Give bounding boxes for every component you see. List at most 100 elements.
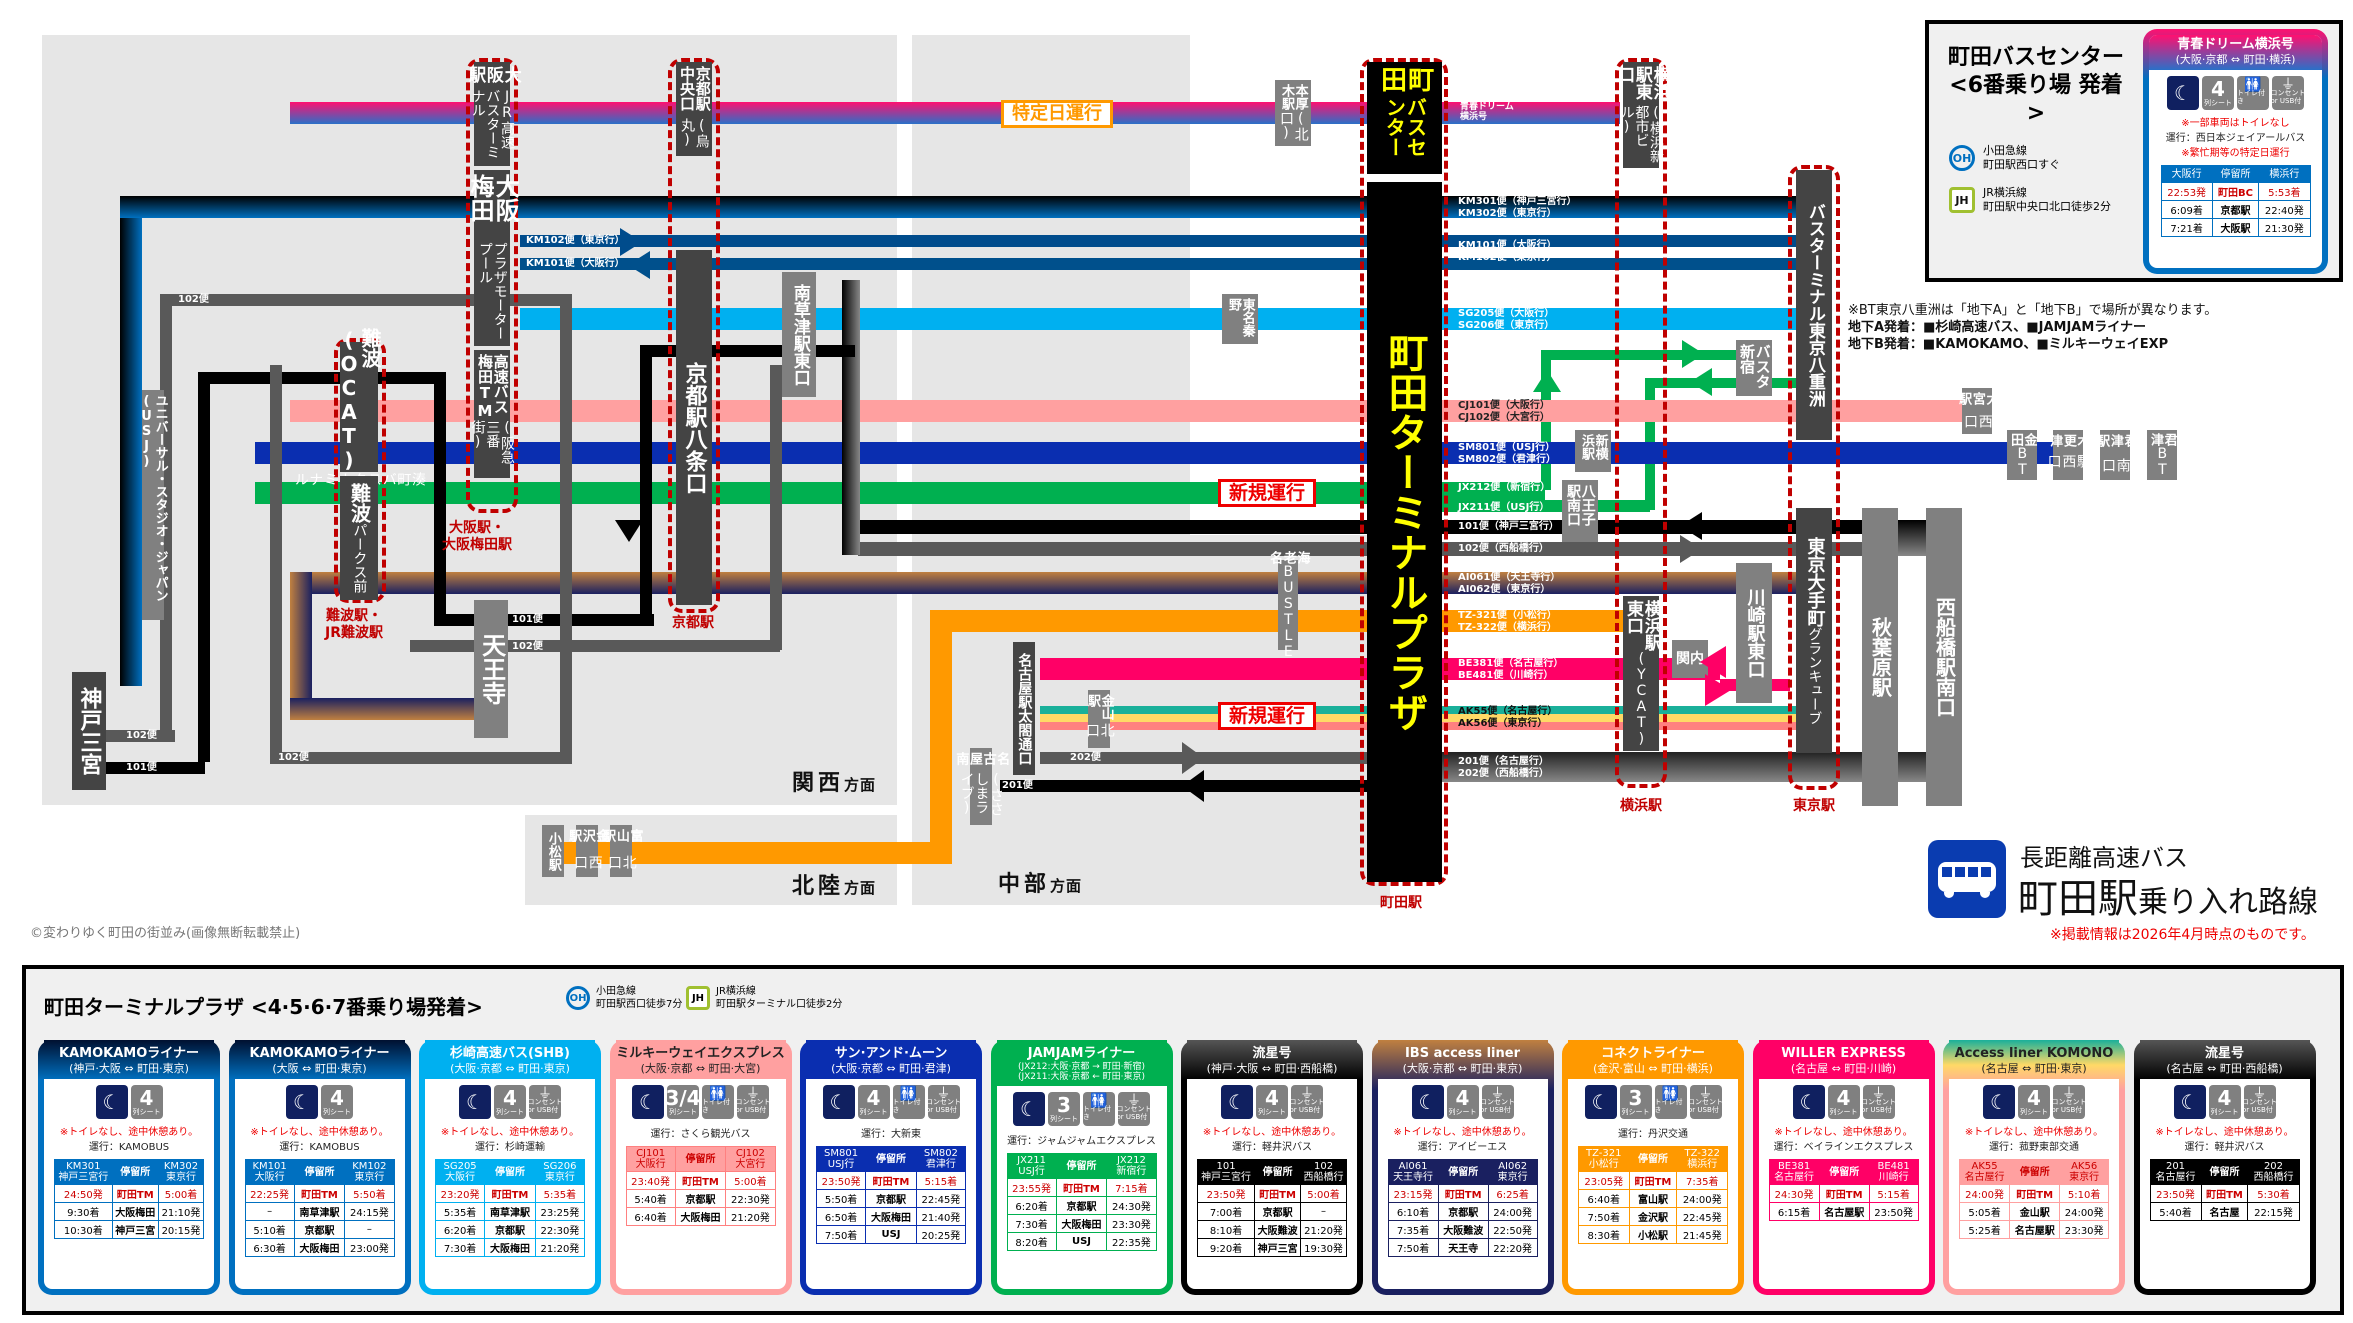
station-machida-bc[interactable]: 町田バスセンター (1367, 62, 1442, 174)
card-operator: 運行：杉崎運輸 (475, 1142, 545, 1153)
route-line-101-tennoji-h[interactable] (434, 614, 654, 626)
station-minami-kusatsu[interactable]: 南草津駅東口 (782, 272, 816, 397)
station-hachioji[interactable]: 八王子駅南口 (1562, 480, 1598, 542)
station-kobe-sannomiya[interactable]: 神戸三宮 (72, 672, 106, 790)
station-komatsu[interactable]: 小松駅 (542, 825, 564, 877)
station-kyoto-central[interactable]: 京都駅中央口(烏丸) (676, 62, 712, 156)
station-omiya[interactable]: 大宮駅西口 (1956, 388, 1998, 434)
station-osaka-umeda[interactable]: 大阪梅田プラザモータープール (466, 170, 519, 346)
station-tokyo-otemachi[interactable]: 東京大手町グランキューブ (1796, 508, 1832, 753)
route-line-102-kyoto[interactable] (770, 365, 782, 650)
route-line-ai-tennoji[interactable] (290, 572, 312, 720)
station-yokohama-shintoshi[interactable]: 横浜駅東口(横浜新都市ビル) (1614, 62, 1670, 168)
route-line-101-kobe[interactable] (90, 762, 205, 774)
route-line-jx211-shinjuku[interactable] (1645, 378, 1805, 388)
station-bt-tokyo-yaesu[interactable]: バスターミナル東京八重洲 (1796, 170, 1832, 440)
jh-badge-icon: JH (1949, 187, 1975, 213)
route-line-101-namba[interactable] (198, 372, 443, 384)
station-kimitsu[interactable]: 君津駅南口 (2094, 430, 2136, 480)
station-kanayama[interactable]: 金山駅北口 (1084, 690, 1115, 748)
route-line-102-kyoto-h[interactable] (410, 640, 780, 652)
route-line-102-kobe[interactable] (90, 730, 175, 742)
arrow-down-icon (615, 520, 643, 542)
route-line-km101[interactable] (520, 258, 1800, 270)
station-tomei-hadano[interactable]: 東名秦野 (1222, 294, 1258, 344)
station-umeda-tm[interactable]: 高速バス梅田TM(阪急三番街) (470, 350, 515, 478)
route-line-ai-tennoji-h[interactable] (290, 698, 475, 720)
route-line-101-kyoto[interactable] (640, 345, 652, 625)
service-card[interactable]: JAMJAMライナー (JX212:大阪·京都 → 町田·新宿) (JX211:… (990, 1040, 1173, 1295)
station-yokohama-ycat[interactable]: 横浜駅東口(YCAT) (1623, 596, 1661, 751)
timetable-header: 停留所 (2009, 1159, 2061, 1185)
label-b102-south: 102便 (278, 752, 309, 763)
station-kyoto-hachijo[interactable]: 京都駅八条口 (676, 250, 712, 605)
route-line-jx[interactable] (255, 482, 1545, 504)
station-busta-shinjuku[interactable]: バスタ新宿 (1736, 340, 1772, 396)
route-line-ai[interactable] (290, 572, 1815, 594)
route-line-101[interactable] (858, 520, 1873, 534)
station-honatsugi[interactable]: 本厚木駅(北口) (1275, 80, 1311, 146)
route-line-102-umeda[interactable] (560, 294, 572, 764)
station-kanazawa[interactable]: 金沢駅西口 (566, 825, 608, 877)
station-kisarazu[interactable]: 木更津駅西口 (2046, 430, 2091, 480)
route-line-101-west[interactable] (198, 372, 210, 762)
station-kawasaki[interactable]: 川崎駅東口 (1736, 563, 1772, 703)
route-line-101-tennoji[interactable] (434, 372, 446, 622)
station-akihabara[interactable]: 秋葉原駅 (1862, 508, 1898, 806)
route-line-102-osaka[interactable] (160, 294, 565, 306)
station-nishifunabashi[interactable]: 西船橋駅南口 (1926, 508, 1962, 806)
route-line-201[interactable] (1000, 780, 1440, 792)
station-nagoya-minami[interactable]: 名古屋南(ささしまライブ) (953, 748, 1009, 825)
station-usj[interactable]: ユニバーサル・スタジオ・ジャパン(USJ) (139, 390, 168, 620)
card-route: (大阪 ⇔ 町田·東京) (272, 1062, 367, 1075)
route-line-tz-down[interactable] (930, 610, 952, 860)
route-line-tz-hokuriku[interactable] (555, 842, 952, 864)
route-line-seishun-dream-east[interactable] (1440, 102, 1620, 124)
station-nagoya-taiko[interactable]: 名古屋駅太閤通口 (1013, 642, 1035, 775)
label-cj: CJ101便（大阪行） CJ102便（大宮行） (1458, 400, 1550, 423)
yaesu-note: ※BT東京八重洲は「地下A」と「地下B」で場所が異なります。 地下A発着：■杉崎… (1848, 302, 2217, 353)
route-line-jx212-shinjuku[interactable] (1541, 350, 1741, 360)
card-operator: 運行：ジャムジャムエクスプレス (1007, 1136, 1156, 1147)
route-line-102[interactable] (858, 542, 1873, 556)
station-machida-terminal-plaza[interactable]: 町田ターミナルプラザ (1367, 182, 1442, 882)
station-toyama[interactable]: 富山駅北口 (600, 825, 642, 877)
station-namba-ocat[interactable]: 難波(OCAT)湊町バスターミナル (292, 328, 427, 486)
station-shin-yokohama[interactable]: 新横浜駅 (1575, 430, 1611, 472)
route-line-cj[interactable] (290, 400, 1980, 422)
route-line-kusatsu-loop[interactable] (842, 280, 860, 555)
route-line-sg[interactable] (520, 308, 1800, 330)
route-line-km102[interactable] (520, 235, 1800, 247)
station-tennoji[interactable]: 天王寺 (474, 600, 508, 738)
card-title: 流星号 (1252, 1046, 1292, 1061)
route-line-102-south[interactable] (270, 752, 570, 764)
route-line-km30x-kobe[interactable] (120, 196, 142, 686)
outlet-icon: ⏚コンセント or USB付 (736, 1085, 771, 1119)
station-namba-parks[interactable]: 難波パークス前 (340, 476, 378, 600)
route-line-102-namba[interactable] (270, 365, 282, 760)
route-line-seishun-dream[interactable] (290, 102, 1415, 124)
